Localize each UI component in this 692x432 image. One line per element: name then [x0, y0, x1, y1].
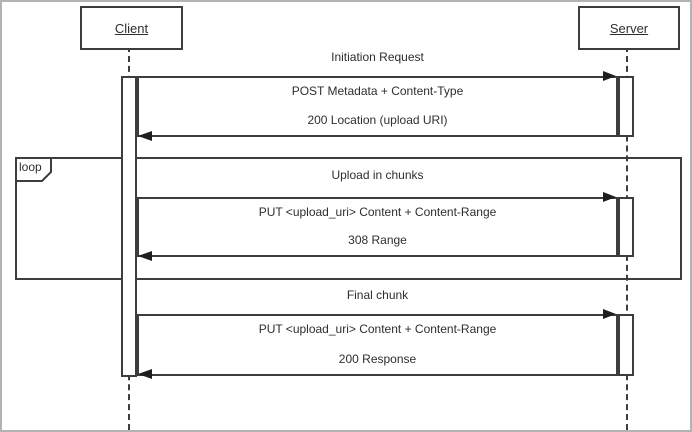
message-label: Final chunk [346, 288, 409, 302]
response-message: 200 Location (upload URI) [307, 113, 448, 127]
loop-operator-label: loop [19, 160, 42, 174]
response-message: 200 Response [338, 352, 417, 366]
arrowhead-left-icon [138, 251, 152, 261]
message-label: Upload in chunks [331, 168, 424, 182]
actor-client: Client [80, 6, 183, 50]
loop-fragment [15, 157, 682, 280]
response-message: 308 Range [348, 233, 407, 247]
loop-fragment-tab [15, 157, 52, 182]
message-group: POST Metadata + Content-Type 200 Locatio… [137, 76, 618, 137]
request-message: POST Metadata + Content-Type [291, 84, 464, 98]
arrowhead-right-icon [603, 192, 616, 202]
actor-client-label: Client [114, 20, 149, 36]
activation-bar-server [618, 197, 634, 257]
activation-bar-client [121, 76, 137, 377]
activation-bar-server [618, 314, 634, 376]
arrowhead-left-icon [138, 131, 152, 141]
actor-server: Server [578, 6, 680, 50]
arrowhead-right-icon [603, 71, 616, 81]
message-group: PUT <upload_uri> Content + Content-Range… [137, 197, 618, 257]
actor-server-label: Server [609, 20, 649, 36]
request-message: PUT <upload_uri> Content + Content-Range [258, 205, 497, 219]
message-group: PUT <upload_uri> Content + Content-Range… [137, 314, 618, 376]
arrowhead-left-icon [138, 369, 152, 379]
activation-bar-server [618, 76, 634, 137]
message-label: Initiation Request [331, 50, 424, 64]
arrowhead-right-icon [603, 309, 616, 319]
request-message: PUT <upload_uri> Content + Content-Range [258, 322, 497, 336]
